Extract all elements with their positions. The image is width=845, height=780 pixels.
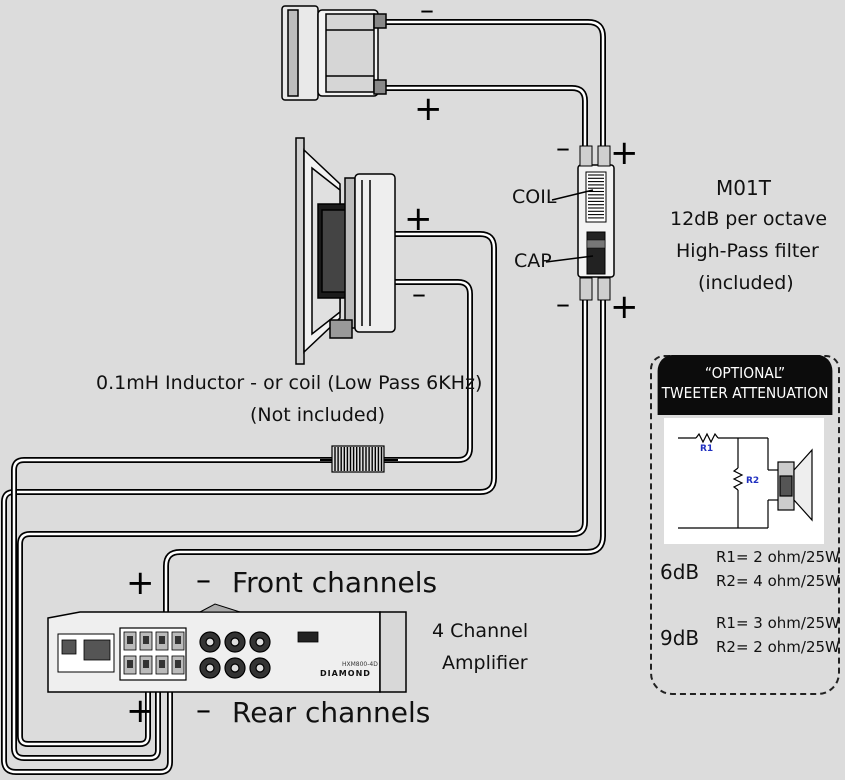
tweeter-plus-sign: + <box>414 89 443 129</box>
attenuation-panel: “OPTIONAL” TWEETER ATTENUATION <box>650 355 840 695</box>
amp-rca-center <box>255 637 265 647</box>
amp-terminal-screw <box>127 636 133 644</box>
highpass-filter-m01t <box>545 145 615 301</box>
tweeter-minus-sign: – <box>420 0 434 26</box>
amp-terminal-screw <box>175 636 181 644</box>
filter-title: M01T <box>716 176 771 200</box>
attenuation-header-line2: TWEETER ATTENUATION <box>661 384 829 402</box>
amplifier-label-line2: Amplifier <box>442 652 528 674</box>
woofer-minus-sign: – <box>412 277 426 310</box>
amp-terminal-screw <box>159 660 165 668</box>
amp-terminal-screw <box>159 636 165 644</box>
wires <box>1 19 606 775</box>
woofer-plus-sign: + <box>404 199 433 239</box>
front-channels-label: Front channels <box>232 566 438 599</box>
attenuation-9db-r2: R2= 2 ohm/25W <box>716 638 840 656</box>
amp-terminal-screw <box>127 660 133 668</box>
amp-terminal-screw <box>175 660 181 668</box>
rear-plus-sign: + <box>126 691 155 731</box>
filter-out-plus-sign: + <box>610 133 639 173</box>
filter-in-minus-sign: – <box>556 287 570 320</box>
amp-terminal-screw <box>143 660 149 668</box>
rear-minus-sign: – <box>196 693 211 728</box>
inductor-coil <box>320 445 398 473</box>
schematic-r1-label: R1 <box>700 444 714 454</box>
filter-in-plus-sign: + <box>610 287 639 327</box>
amplifier-body <box>47 603 407 693</box>
attenuation-6db-label: 6dB <box>660 560 700 584</box>
woofer-speaker <box>295 137 396 365</box>
filter-included-note: (included) <box>698 272 794 294</box>
amp-rca-center <box>230 637 240 647</box>
tweeter-speaker <box>281 5 387 101</box>
amplifier-brand-logo: DIAMOND <box>320 669 371 678</box>
attenuation-schematic <box>664 418 824 544</box>
schematic-r2-label: R2 <box>746 476 760 486</box>
amplifier-label-line1: 4 Channel <box>432 620 529 642</box>
inductor-label: 0.1mH Inductor - or coil (Low Pass 6KHz) <box>96 372 483 394</box>
amp-terminal-screw <box>143 636 149 644</box>
attenuation-9db-label: 9dB <box>660 626 700 650</box>
attenuation-9db-r1: R1= 3 ohm/25W <box>716 614 840 632</box>
inductor-note: (Not included) <box>250 404 386 426</box>
filter-coil-label: COIL <box>512 186 557 208</box>
amp-rca-center <box>205 637 215 647</box>
filter-cap-label: CAP <box>514 250 552 272</box>
attenuation-header-line1: “OPTIONAL” <box>704 364 786 382</box>
filter-spec-line: 12dB per octave <box>670 208 828 230</box>
amp-rca-center <box>230 663 240 673</box>
amp-rca-center <box>255 663 265 673</box>
amplifier-model: HXM800-4D <box>342 661 378 668</box>
rear-channels-label: Rear channels <box>232 696 431 729</box>
filter-type-line: High-Pass filter <box>676 240 819 262</box>
filter-out-minus-sign: – <box>556 131 570 164</box>
attenuation-header: “OPTIONAL” TWEETER ATTENUATION <box>657 355 833 415</box>
attenuation-6db-r1: R1= 2 ohm/25W <box>716 548 840 566</box>
front-plus-sign: + <box>126 563 155 603</box>
attenuation-6db-r2: R2= 4 ohm/25W <box>716 572 840 590</box>
front-minus-sign: – <box>196 563 211 598</box>
amp-rca-center <box>205 663 215 673</box>
